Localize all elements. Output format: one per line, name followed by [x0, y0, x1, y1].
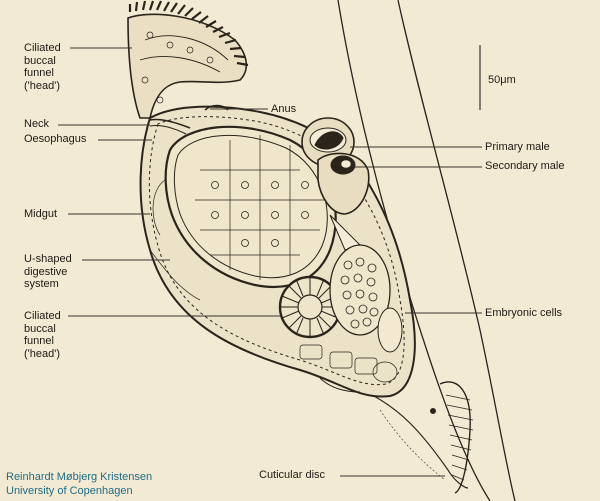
label-ciliated-buccal-funnel-top: Ciliated buccal funnel ('head'): [24, 42, 61, 92]
label-secondary-male: Secondary male: [485, 160, 565, 172]
label-embryonic-cells: Embryonic cells: [485, 307, 563, 319]
buccal-funnel-head: [127, 0, 249, 119]
host-filament: [337, 0, 516, 501]
cuticular-disc: [371, 381, 474, 494]
label-oesophagus: Oesophagus: [24, 133, 87, 145]
embryonic-cells: [329, 244, 403, 353]
body-wall-cells: [149, 179, 398, 393]
label-neck: Neck: [24, 118, 50, 130]
label-anus: Anus: [271, 103, 297, 115]
credit-author: Reinhardt Møbjerg Kristensen: [6, 471, 153, 483]
credit-institution: University of Copenhagen: [6, 485, 133, 497]
label-ciliated-buccal-funnel-bottom: Ciliated buccal funnel ('head'): [24, 310, 61, 360]
label-midgut: Midgut: [24, 208, 58, 220]
label-u-shaped-digestive-system: U-shaped digestive system: [24, 253, 72, 290]
embryo-rosette: [278, 275, 342, 339]
leader-lines: [58, 45, 482, 477]
label-cuticular-disc: Cuticular disc: [259, 469, 326, 481]
label-primary-male: Primary male: [485, 141, 550, 153]
oesophagus: [149, 118, 191, 135]
midgut: [164, 125, 337, 289]
scale-bar-label: 50μm: [488, 74, 516, 86]
